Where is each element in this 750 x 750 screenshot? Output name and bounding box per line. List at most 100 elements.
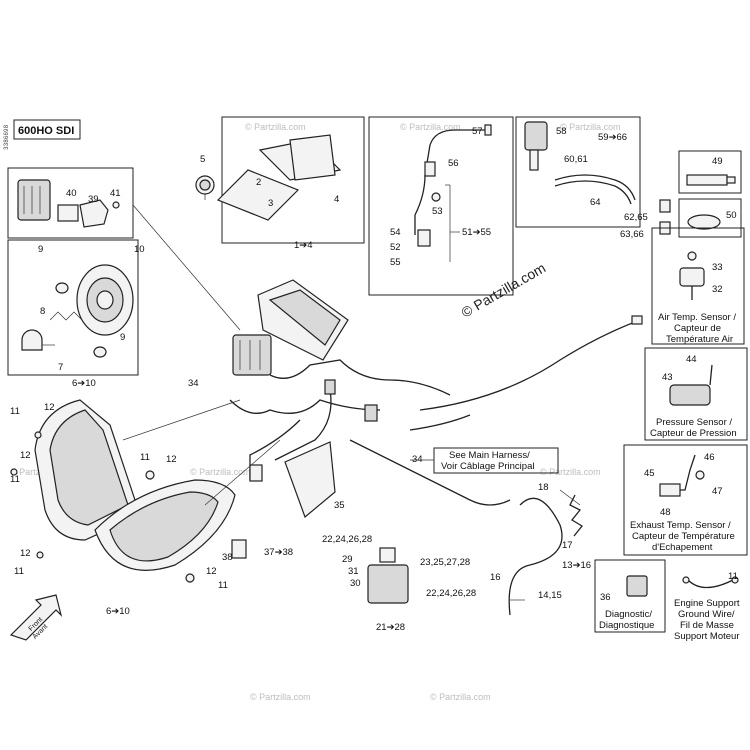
eng-label-1: Engine Support (674, 598, 740, 609)
watermark-1: © Partzilla.com (245, 122, 306, 132)
exh-label-1: Exhaust Temp. Sensor / (630, 520, 731, 531)
title-box (13, 119, 81, 140)
watermark-3: © Partzilla.com (560, 122, 621, 132)
callout-9a: 9 (38, 244, 43, 255)
pres-label-1: Pressure Sensor / (656, 417, 732, 428)
callout-31: 31 (348, 566, 359, 577)
group-50: 50 (678, 198, 742, 238)
watermark-8: © Partzilla.com (430, 692, 491, 702)
callout-43: 43 (662, 372, 673, 383)
callout-60-61: 60,61 (564, 154, 588, 165)
callout-14-15: 14,15 (538, 590, 562, 601)
group-2-5: 5 2 3 4 1➔4 (195, 116, 365, 251)
callout-5: 5 (200, 154, 205, 165)
callout-36: 36 (600, 592, 611, 603)
callout-7: 7 (58, 362, 63, 373)
callout-9b: 9 (120, 332, 125, 343)
eng-label-3: Fil de Masse (680, 620, 734, 631)
eng-label-4: Support Moteur (674, 631, 739, 642)
main-label-2: Voir Câblage Principal (441, 461, 534, 472)
callout-52: 52 (390, 242, 401, 253)
callout-18: 18 (538, 482, 549, 493)
callout-63-66: 63,66 (620, 229, 644, 240)
callout-50: 50 (726, 210, 737, 221)
main-harness-label: See Main Harness/ Voir Câblage Principal (410, 447, 559, 474)
group-engine-ground: 11 Engine Support Ground Wire/ Fil de Ma… (674, 571, 740, 642)
callout-11d: 11 (14, 566, 24, 577)
callout-34a: 34 (188, 378, 199, 389)
callout-4: 4 (334, 194, 339, 205)
callout-21-28: 21➔28 (376, 622, 405, 633)
callout-45: 45 (644, 468, 655, 479)
exh-label-2: Capteur de Température (632, 531, 735, 542)
group-headlights: 11 12 12 11 12 11 12 11 12 11 6➔10 (10, 399, 281, 617)
group-39-41: 40 39 41 (7, 167, 241, 331)
callout-23-25-27-28: 23,25,27,28 (420, 557, 470, 568)
air-label-1: Air Temp. Sensor / (658, 312, 736, 323)
callout-1-4: 1➔4 (294, 240, 313, 251)
diag-label-1: Diagnostic/ (605, 609, 652, 620)
callout-56: 56 (448, 158, 459, 169)
front-arrow: Front Avant (9, 594, 63, 641)
group-7-10: 9 10 8 7 9 6➔10 (7, 239, 145, 389)
air-label-3: Température Air (666, 334, 733, 345)
callout-12c: 12 (166, 454, 177, 465)
diag-label-2: Diagnostique (599, 620, 654, 631)
callout-11f: 11 (218, 580, 228, 591)
watermark-7: © Partzilla.com (250, 692, 311, 702)
group-air-temp-sensor: 33 32 Air Temp. Sensor / Capteur de Temp… (651, 227, 745, 345)
callout-38: 38 (222, 552, 233, 563)
callout-29: 29 (342, 554, 353, 565)
callout-22-24-26-28b: 22,24,26,28 (426, 588, 476, 599)
callout-13-16: 13➔16 (562, 560, 591, 571)
callout-22-24-26-28a: 22,24,26,28 (322, 534, 372, 545)
callout-58: 58 (556, 126, 567, 137)
callout-12d: 12 (20, 548, 31, 559)
callout-53: 53 (432, 206, 443, 217)
group-diagnostic: 36 Diagnostic/ Diagnostique (594, 559, 666, 633)
callout-3: 3 (268, 198, 273, 209)
callout-30: 30 (350, 578, 361, 589)
model-title: 600HO SDI (18, 125, 74, 137)
callout-32: 32 (712, 284, 723, 295)
callout-16: 16 (490, 572, 501, 583)
air-label-2: Capteur de (674, 323, 721, 334)
callout-10: 10 (134, 244, 145, 255)
callout-39: 39 (88, 194, 99, 205)
exh-label-3: d'Echapement (652, 542, 713, 553)
callout-46: 46 (704, 452, 715, 463)
callout-6-10a: 6➔10 (72, 378, 96, 389)
group-51-57: 57 56 53 54 52 55 51➔55 (368, 116, 514, 296)
group-49: 49 (678, 150, 742, 194)
callout-59-66: 59➔66 (598, 132, 627, 143)
group-exhaust-temp-sensor: 45 46 47 48 Exhaust Temp. Sensor / Capte… (623, 444, 748, 556)
callout-49: 49 (712, 156, 723, 167)
callout-12e: 12 (206, 566, 217, 577)
callout-8: 8 (40, 306, 45, 317)
callout-44: 44 (686, 354, 697, 365)
callout-2: 2 (256, 177, 261, 188)
group-main-assembly: 34 34 35 22,24,26,28 29 31 30 23,25,27,2… (188, 279, 643, 633)
watermark-6: © Partzilla.com (540, 467, 601, 477)
callout-41: 41 (110, 188, 121, 199)
callout-64: 64 (590, 197, 601, 208)
watermark-2: © Partzilla.com (400, 122, 461, 132)
group-58-66: 58 59➔66 60,61 64 62,65 63,66 (515, 116, 671, 240)
callout-34b: 34 (412, 454, 423, 465)
group-pressure-sensor: 44 43 Pressure Sensor / Capteur de Press… (644, 347, 748, 441)
callout-17: 17 (562, 540, 573, 551)
eng-label-2: Ground Wire/ (678, 609, 735, 620)
callout-33: 33 (712, 262, 723, 273)
pres-label-2: Capteur de Pression (650, 428, 737, 439)
callout-37-38: 37➔38 (264, 547, 293, 558)
callout-11e: 11 (728, 571, 738, 582)
callout-62-65: 62,65 (624, 212, 648, 223)
callout-51-55: 51➔55 (462, 227, 491, 238)
watermark-5: © Partzilla.com (190, 467, 251, 477)
callout-55: 55 (390, 257, 401, 268)
callout-11a: 11 (10, 406, 20, 417)
callout-48: 48 (660, 507, 671, 518)
callout-54: 54 (390, 227, 401, 238)
callout-47: 47 (712, 486, 723, 497)
